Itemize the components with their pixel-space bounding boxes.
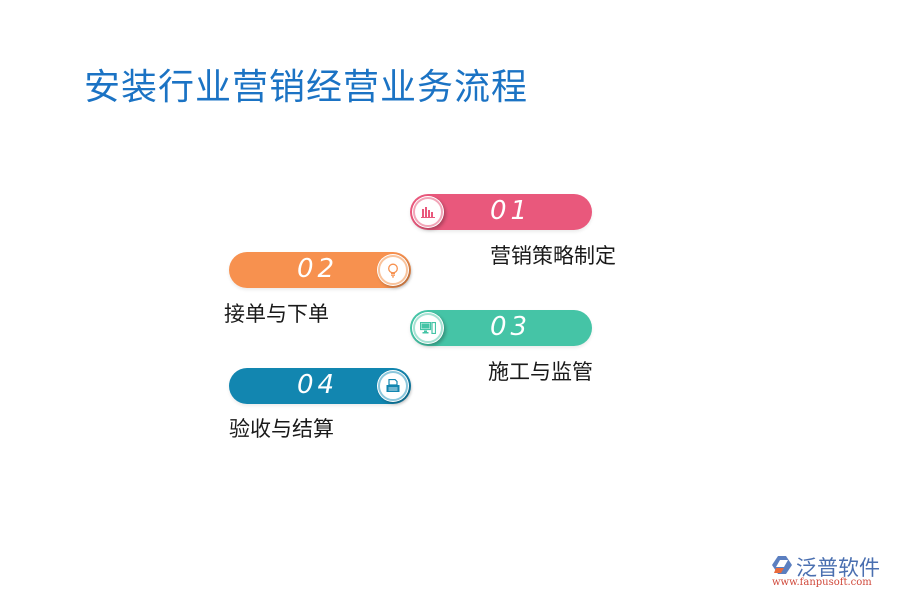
computer-icon xyxy=(420,322,436,334)
printer-icon xyxy=(386,379,400,392)
step-03-number: 03 xyxy=(490,312,532,342)
logo-brand-text: 泛普软件 xyxy=(796,556,880,580)
step-02-pill: 02 xyxy=(229,252,411,288)
logo-url-text: www.fanpusoft.com xyxy=(772,577,872,588)
step-03-badge xyxy=(412,312,444,344)
step-01-number: 01 xyxy=(490,196,532,226)
step-03-pill: 03 xyxy=(410,310,592,346)
bar-chart-icon xyxy=(421,207,435,218)
fanpu-logo: 泛普软件 www.fanpusoft.com xyxy=(770,552,895,592)
step-02-badge xyxy=(377,254,409,286)
step-02-number: 02 xyxy=(297,254,339,284)
step-04-label: 验收与结算 xyxy=(229,417,334,441)
fanpu-logo-icon xyxy=(772,556,792,574)
step-01-label: 营销策略制定 xyxy=(490,244,616,268)
page-title: 安装行业营销经营业务流程 xyxy=(84,67,529,108)
step-04-number: 04 xyxy=(297,370,339,400)
lightbulb-icon xyxy=(388,263,398,277)
step-04-badge xyxy=(377,370,409,402)
step-02-label: 接单与下单 xyxy=(224,302,329,326)
step-04-pill: 04 xyxy=(229,368,411,404)
step-01-pill: 01 xyxy=(410,194,592,230)
step-01-badge xyxy=(412,196,444,228)
step-03-label: 施工与监管 xyxy=(488,360,593,384)
